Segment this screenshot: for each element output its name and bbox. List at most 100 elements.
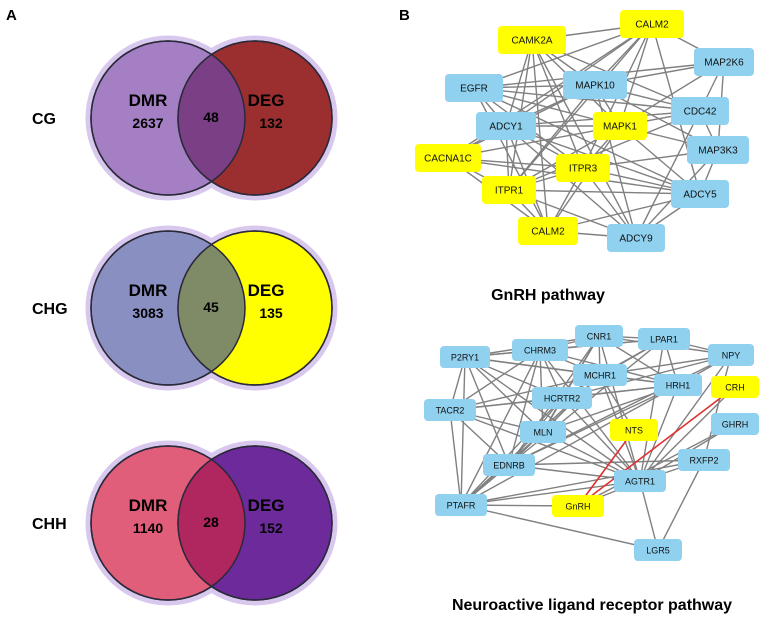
network-node-label: NTS bbox=[625, 426, 643, 436]
network-node-box bbox=[445, 74, 503, 102]
panel-b-letter: B bbox=[399, 7, 410, 24]
network-node-label: ADCY9 bbox=[619, 234, 653, 245]
network-node: MLN bbox=[520, 421, 566, 443]
venn-left-set-name: DMR bbox=[129, 91, 168, 110]
panel-a-letter: A bbox=[6, 7, 17, 24]
network-node: HRH1 bbox=[654, 374, 702, 396]
network-node: CRH bbox=[711, 376, 759, 398]
network-node: MAP2K6 bbox=[694, 48, 754, 76]
network-edge bbox=[460, 356, 466, 506]
network-node-label: CNR1 bbox=[587, 332, 612, 342]
network-node-label: CALM2 bbox=[531, 227, 565, 238]
network-node: CALM2 bbox=[518, 217, 578, 245]
venn-left-outline bbox=[90, 445, 246, 601]
venn-left-outline bbox=[90, 230, 246, 386]
network-edge bbox=[635, 110, 701, 239]
network-node-box bbox=[556, 154, 610, 182]
venn-left-outline bbox=[90, 40, 246, 196]
network-edge bbox=[598, 335, 641, 482]
network-edge bbox=[508, 349, 541, 466]
network-edge bbox=[508, 459, 705, 466]
network-node-label: P2RY1 bbox=[451, 353, 479, 363]
venn-right-set-name: DEG bbox=[248, 281, 285, 300]
network-node-label: CDC42 bbox=[684, 107, 717, 118]
network-node-label: CRH bbox=[725, 383, 745, 393]
network-edge bbox=[639, 480, 659, 551]
network-node-label: PTAFR bbox=[447, 501, 476, 511]
network-node-label: GnRH bbox=[565, 502, 590, 512]
venn-right-only-count: 152 bbox=[259, 520, 283, 536]
network-node-label: CALM2 bbox=[635, 20, 669, 31]
network-node-box bbox=[711, 413, 759, 435]
network-edge bbox=[460, 504, 659, 551]
network-node-box bbox=[518, 217, 578, 245]
network-node: MCHR1 bbox=[573, 364, 627, 386]
network-node-box bbox=[476, 112, 536, 140]
network-edge bbox=[508, 84, 596, 191]
network-node-box bbox=[415, 144, 481, 172]
venn-overlap-count: 48 bbox=[203, 109, 219, 125]
venn-overlap-region bbox=[178, 41, 245, 195]
network-node: AGTR1 bbox=[614, 470, 666, 492]
network-node-label: HRH1 bbox=[666, 381, 691, 391]
network-edge bbox=[508, 110, 701, 191]
network-node-label: EDNRB bbox=[493, 461, 525, 471]
venn-right-set-name: DEG bbox=[248, 91, 285, 110]
network-node-label: ITPR3 bbox=[569, 164, 598, 175]
network-node: NPY bbox=[708, 344, 754, 366]
network-node: ADCY1 bbox=[476, 112, 536, 140]
network-edge bbox=[703, 354, 732, 461]
network-node-box bbox=[614, 470, 666, 492]
network-node: LPAR1 bbox=[638, 328, 690, 350]
network-node-box bbox=[607, 224, 665, 252]
network-edge bbox=[460, 480, 641, 506]
neuro-pathway-title: Neuroactive ligand receptor pathway bbox=[452, 597, 732, 614]
network-node-box bbox=[440, 346, 490, 368]
venn-left-only-count: 2637 bbox=[132, 115, 163, 131]
gnrh-pathway-title: GnRH pathway bbox=[491, 287, 605, 304]
network-node-box bbox=[654, 374, 702, 396]
network-node-label: GHRH bbox=[722, 420, 749, 430]
network-edge bbox=[449, 409, 641, 482]
network-node-box bbox=[671, 97, 729, 125]
network-node: CNR1 bbox=[575, 325, 623, 347]
network-edge bbox=[639, 384, 679, 482]
network-node-box bbox=[687, 136, 749, 164]
network-node: MAP3K3 bbox=[687, 136, 749, 164]
network-edge bbox=[460, 397, 563, 506]
network-node-label: MLN bbox=[533, 428, 552, 438]
network-edge bbox=[473, 87, 701, 112]
venn-left-only-count: 1140 bbox=[133, 520, 164, 536]
network-node-box bbox=[575, 325, 623, 347]
network-node-label: MAPK1 bbox=[603, 122, 637, 133]
network-node-box bbox=[424, 399, 476, 421]
network-edge bbox=[531, 39, 549, 232]
network-node-box bbox=[593, 112, 647, 140]
network-node-box bbox=[482, 176, 536, 204]
network-node: P2RY1 bbox=[440, 346, 490, 368]
network-node: CALM2 bbox=[620, 10, 684, 38]
network-node-box bbox=[708, 344, 754, 366]
network-node: GnRH bbox=[552, 495, 604, 517]
network-edge bbox=[594, 84, 637, 239]
network-node: ADCY5 bbox=[671, 180, 729, 208]
network-node-label: AGTR1 bbox=[625, 477, 655, 487]
network-node: GHRH bbox=[711, 413, 759, 435]
venn-row-label: CHH bbox=[32, 516, 67, 533]
network-node-box bbox=[520, 421, 566, 443]
network-node-label: CAMK2A bbox=[511, 36, 552, 47]
network-node-box bbox=[678, 449, 730, 471]
network-node-box bbox=[711, 376, 759, 398]
network-node: EDNRB bbox=[483, 454, 535, 476]
venn-diagrams: CGDMR2637DEG13248CHGDMR3083DEG13545CHHDM… bbox=[32, 35, 338, 606]
network-node-box bbox=[620, 10, 684, 38]
network-node: ITPR1 bbox=[482, 176, 536, 204]
network-node-box bbox=[498, 26, 566, 54]
network-node-label: TACR2 bbox=[436, 406, 465, 416]
network-node: RXFP2 bbox=[678, 449, 730, 471]
network-node: ITPR3 bbox=[556, 154, 610, 182]
